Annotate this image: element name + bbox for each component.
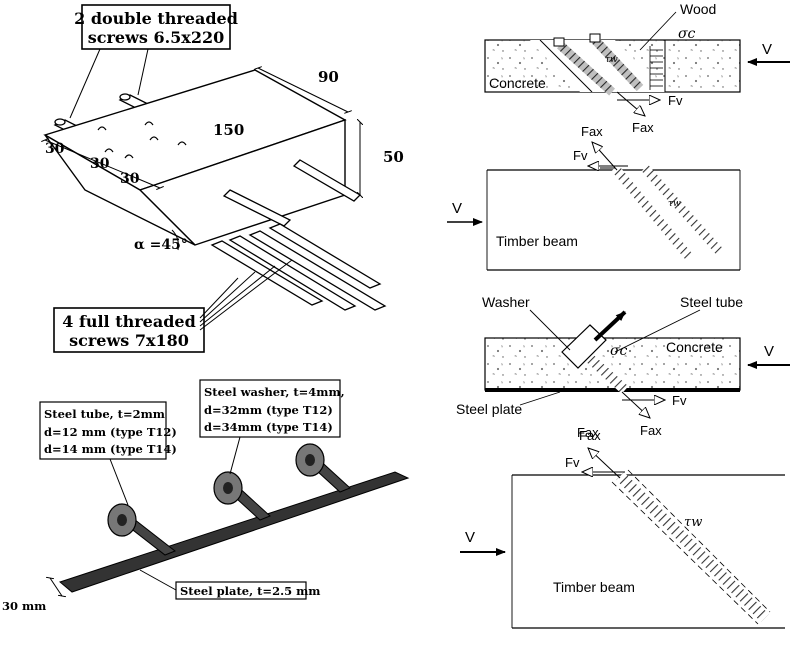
dim-50: 50 xyxy=(383,148,404,166)
p3-fax2-label: Fax xyxy=(640,423,662,438)
connector-block-drawing: 2 double threaded screws 6.5x220 xyxy=(45,4,404,353)
tube-label-line3: d=14 mm (type T14) xyxy=(44,442,177,456)
p4-timber-label: Timber beam xyxy=(553,579,635,595)
side-screw xyxy=(222,159,362,227)
dim-90: 90 xyxy=(318,68,339,86)
p1-wood-label: Wood xyxy=(680,1,716,17)
p3-fv-label: Fv xyxy=(672,393,687,408)
tube-label-line1: Steel tube, t=2mm xyxy=(44,407,165,421)
steel-washers xyxy=(107,443,325,537)
washer-label-line1: Steel washer, t=4mm, xyxy=(204,385,345,399)
full-threaded-screws xyxy=(210,223,387,311)
p4-fv-label: Fv xyxy=(565,455,580,470)
panel-1-wood-concrete: Wood Concrete σc τw V Fv Fax xyxy=(484,1,790,135)
p2-v-label: V xyxy=(452,200,462,217)
p1-concrete-label: Concrete xyxy=(489,75,546,91)
dim-30mm: 30 mm xyxy=(2,599,46,613)
p3-steel-plate-label: Steel plate xyxy=(456,401,522,417)
dim-150: 150 xyxy=(213,121,244,139)
top-leader-2 xyxy=(137,48,149,96)
panel-4-timber-beam: Fax Fv τw V Timber beam xyxy=(460,428,785,629)
p3-sigma-label: σc xyxy=(610,343,628,359)
tube-label-line2: d=12 mm (type T12) xyxy=(44,425,177,439)
panel-3-steel-plate-concrete: Washer Steel tube σc Concrete V Steel pl… xyxy=(456,294,790,440)
washer-label-line3: d=34mm (type T14) xyxy=(204,420,333,434)
dim-30-b: 30 xyxy=(90,156,110,172)
plate-label-box xyxy=(175,581,307,600)
p3-steel-tube-label: Steel tube xyxy=(680,294,743,310)
bottom-label-line1: 4 full threaded xyxy=(62,312,196,331)
p2-timber-label: Timber beam xyxy=(496,233,578,249)
top-label-box xyxy=(81,4,231,50)
tube-label-box xyxy=(39,401,167,460)
p1-tau-label: τw xyxy=(605,55,618,65)
p1-v-label: V xyxy=(762,41,772,58)
p1-sigma-label: σc xyxy=(678,26,696,42)
p3-washer-label: Washer xyxy=(482,294,530,310)
washer-label-box xyxy=(199,379,341,438)
angle-label: α =45° xyxy=(134,237,188,253)
washer-label-line2: d=32mm (type T12) xyxy=(204,403,333,417)
steel-plate xyxy=(58,471,410,593)
top-label-line1: 2 double threaded xyxy=(74,9,238,28)
p4-tau-label: τw xyxy=(684,515,702,530)
bottom-label-box xyxy=(53,307,205,353)
panel1-screws xyxy=(553,33,644,96)
top-label-line2: screws 6.5x220 xyxy=(88,28,224,47)
p2-fv-label: Fv xyxy=(573,148,588,163)
p2-tau-label: τw xyxy=(668,199,681,209)
dim-30-c: 30 xyxy=(120,171,140,187)
p4-v-label: V xyxy=(465,529,475,546)
p3-v-label: V xyxy=(764,343,774,360)
plate-label: Steel plate, t=2.5 mm xyxy=(180,584,320,598)
top-leader-1 xyxy=(69,48,101,119)
p2-fax-label: Fax xyxy=(581,124,603,139)
p3-concrete-label: Concrete xyxy=(666,339,723,355)
panel-2-timber-beam: Fax Fv V τw Timber beam xyxy=(447,124,741,271)
p1-fax-label: Fax xyxy=(632,120,654,135)
p1-fv-label: Fv xyxy=(668,93,683,108)
dim-30-a: 30 xyxy=(45,141,65,157)
p4-fax-label: Fax xyxy=(579,428,601,443)
bottom-label-line2: screws 7x180 xyxy=(69,331,189,350)
steel-plate-drawing: Steel tube, t=2mm d=12 mm (type T12) d=1… xyxy=(2,379,410,613)
p3-fax1-label: Fax xyxy=(577,425,599,440)
